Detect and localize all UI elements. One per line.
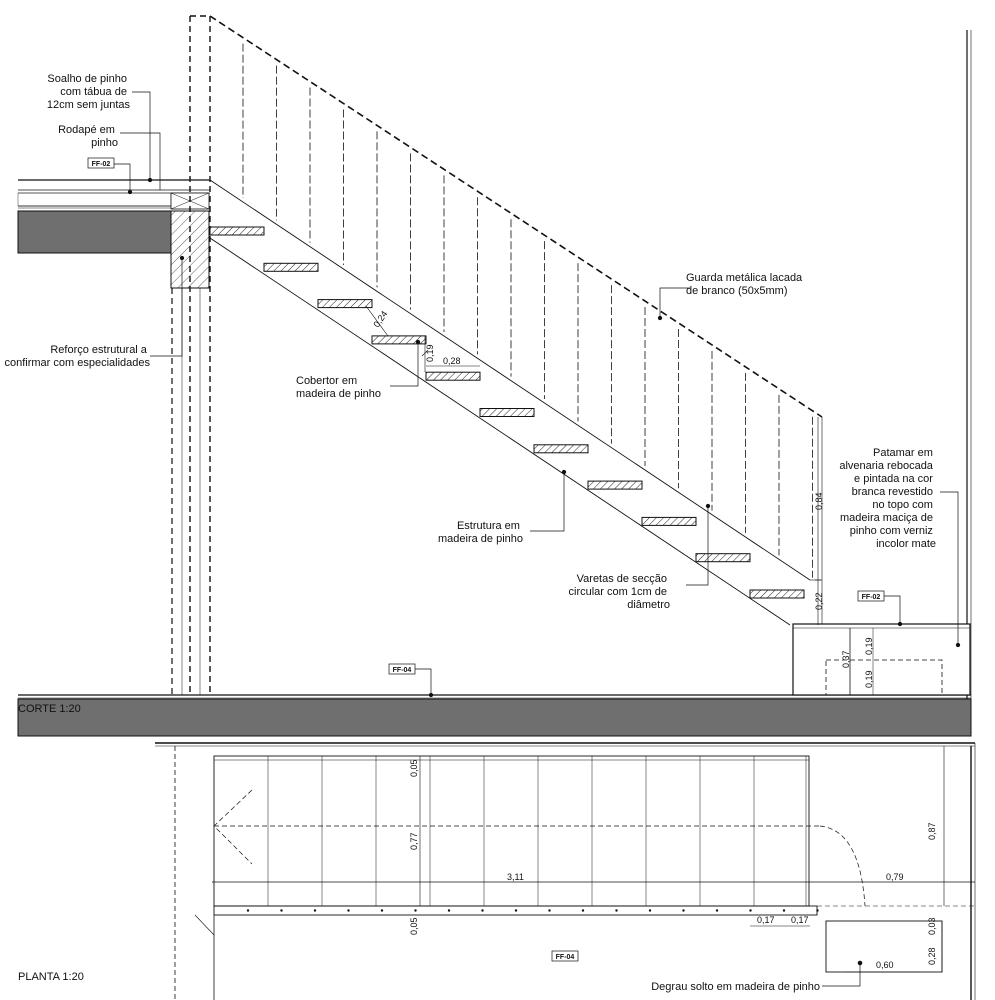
plan-title: PLANTA 1:20 (18, 971, 84, 983)
handrail-dot (347, 909, 350, 912)
stair-tread (587, 480, 643, 490)
dim-plan-width: 0,77 (409, 832, 419, 850)
stair-tread (209, 226, 265, 236)
stair-tread (641, 516, 697, 526)
tag-ff04-section: FF-04 (388, 663, 416, 675)
handrail-dot (447, 909, 451, 912)
dim-plan-tread-b: 0,17 (791, 915, 809, 925)
dim-landing-total: 0,37 (841, 650, 851, 668)
stair-treads (209, 226, 805, 599)
plan-step-lines (267, 756, 755, 906)
stair-tread (479, 408, 535, 417)
dim-plan-length: 3,11 (507, 872, 524, 882)
annotation-reforco: Reforço estrutural a confirmar com espec… (4, 344, 150, 369)
handrail-dot (414, 909, 417, 912)
section-view (17, 15, 972, 737)
handrail-dot (313, 909, 317, 912)
handrail-dot (816, 909, 819, 912)
upper-slab (17, 210, 172, 254)
guard-rail (209, 15, 823, 418)
handrail-dot (481, 909, 484, 912)
guard-balusters (242, 43, 813, 578)
stair-tread (317, 299, 373, 309)
dim-landing-top: 0,19 (864, 637, 874, 655)
dim-plan-step-width: 0,28 (927, 947, 937, 965)
dim-plan-top: 0,05 (409, 759, 419, 777)
stair-tread (533, 444, 589, 454)
tag-ff04-plan: FF-04 (551, 950, 579, 962)
stringer-top (209, 179, 811, 581)
annotation-degrau: Degrau solto em madeira de pinho (651, 981, 820, 993)
dim-plan-tread-a: 0,17 (757, 915, 775, 925)
stair-tread (371, 335, 427, 345)
dim-stair-diag: 0,24 (371, 309, 389, 329)
section-title: CORTE 1:20 (18, 703, 81, 715)
stair-tread (695, 553, 751, 563)
dim-guard-gap: 0,22 (814, 592, 824, 610)
annotation-patamar: Patamar em alvenaria rebocada e pintada … (839, 447, 936, 550)
stair-tread (425, 371, 481, 381)
dim-tread: 0,28 (443, 356, 461, 366)
handrail-dot (581, 909, 585, 912)
landing-block (792, 623, 971, 696)
labels: CORTE 1:20 PLANTA 1:20 FF-02 FF-02 FF-04… (4, 73, 937, 993)
plan-handrail-dots (246, 909, 819, 912)
section-dim-lines (365, 305, 851, 695)
dim-plan-step-len: 0,60 (876, 960, 894, 970)
plan-view (155, 742, 976, 1000)
tag-ff02-left: FF-02 (87, 157, 115, 169)
stringer-bottom (209, 237, 791, 626)
svg-text:FF-02: FF-02 (92, 161, 111, 168)
handrail-dot (749, 909, 752, 912)
handrail-dot (782, 909, 786, 912)
annotation-cobertor: Cobertor em madeira de pinho (296, 375, 381, 400)
dim-riser: 0,19 (425, 344, 435, 362)
dim-guard-height: 0,84 (814, 492, 824, 510)
annotation-guarda: Guarda metálica lacada de branco (50x5mm… (686, 272, 805, 297)
dim-plan-step-height: 0,03 (927, 917, 937, 935)
stair-tread (263, 262, 319, 272)
dim-plan-landing-len: 0,79 (886, 872, 904, 882)
handrail-dot (280, 909, 283, 912)
tag-ff02-right: FF-02 (857, 590, 885, 602)
ground-slab (17, 698, 972, 737)
annotation-rodape: Rodapé em pinho (58, 124, 118, 149)
plan-stair-outline (213, 755, 810, 907)
dim-plan-landing-width: 0,87 (927, 822, 937, 840)
dim-plan-bottom: 0,05 (409, 917, 419, 935)
annotation-soalho: Soalho de pinho com tábua de 12cm sem ju… (47, 73, 131, 111)
handrail-dot (548, 909, 551, 912)
handrail-dot (682, 909, 685, 912)
handrail-dot (715, 909, 719, 912)
handrail-dot (380, 909, 384, 912)
dim-landing-bottom: 0,19 (864, 670, 874, 688)
handrail-dot (615, 909, 618, 912)
annotation-varetas: Varetas de secção circular com 1cm de di… (569, 573, 670, 611)
leader-lines (88, 91, 961, 698)
svg-text:FF-02: FF-02 (862, 594, 881, 601)
annotation-estrutura: Estrutura em madeira de pinho (438, 520, 523, 545)
handrail-dot (648, 909, 652, 912)
svg-text:FF-04: FF-04 (556, 954, 575, 961)
stair-tread (749, 589, 805, 599)
handrail-dot (246, 909, 250, 912)
handrail-dot (514, 909, 518, 912)
svg-text:FF-04: FF-04 (393, 667, 412, 674)
